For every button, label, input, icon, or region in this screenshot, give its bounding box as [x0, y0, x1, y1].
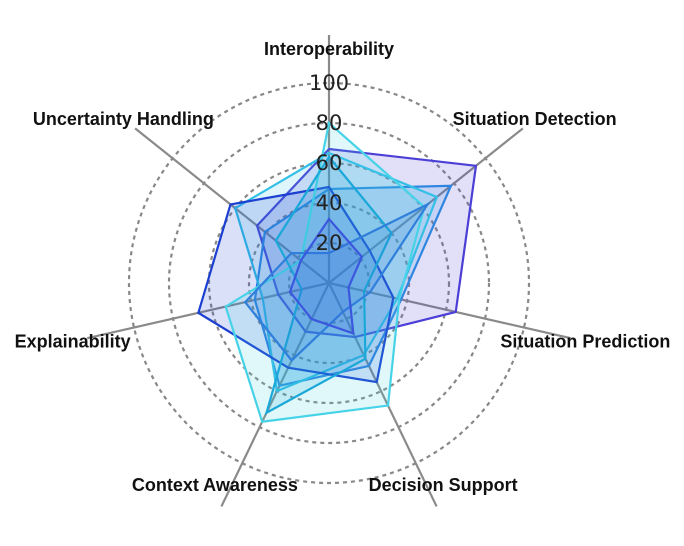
axis-spoke-5: [220, 282, 330, 507]
axis-label-interoperability: Interoperability: [264, 39, 394, 59]
tick-label-100: 100: [309, 71, 349, 95]
series-polygon-7: [243, 201, 431, 363]
grid-circle-100: [127, 81, 531, 485]
axis-label-decision-support: Decision Support: [369, 475, 518, 495]
axis-label-situation-prediction: Situation Prediction: [500, 332, 670, 352]
series-polygon-8: [288, 217, 364, 336]
tick-label-40: 40: [316, 191, 343, 215]
axis-spoke-6: [86, 281, 330, 340]
axis-label-uncertainty-handling: Uncertainty Handling: [33, 109, 214, 129]
radial-tick-labels: 20 40 60 80 100: [309, 71, 349, 255]
series-polygon-6: [264, 155, 393, 415]
series-polygon-5: [224, 120, 426, 423]
tick-label-60: 60: [316, 151, 343, 175]
axis-spoke-4: [328, 282, 438, 507]
tick-label-20: 20: [316, 231, 343, 255]
axis-label-context-awareness: Context Awareness: [132, 475, 298, 495]
axis-label-explainability: Explainability: [15, 332, 131, 352]
grid-circle-60: [207, 161, 451, 405]
series-polygon-2: [253, 184, 453, 388]
axis-label-situation-detection: Situation Detection: [453, 109, 617, 129]
series-polygon-1: [255, 147, 478, 339]
radar-series: [197, 120, 478, 423]
tick-label-80: 80: [316, 111, 343, 135]
axis-spoke-7: [134, 127, 330, 284]
